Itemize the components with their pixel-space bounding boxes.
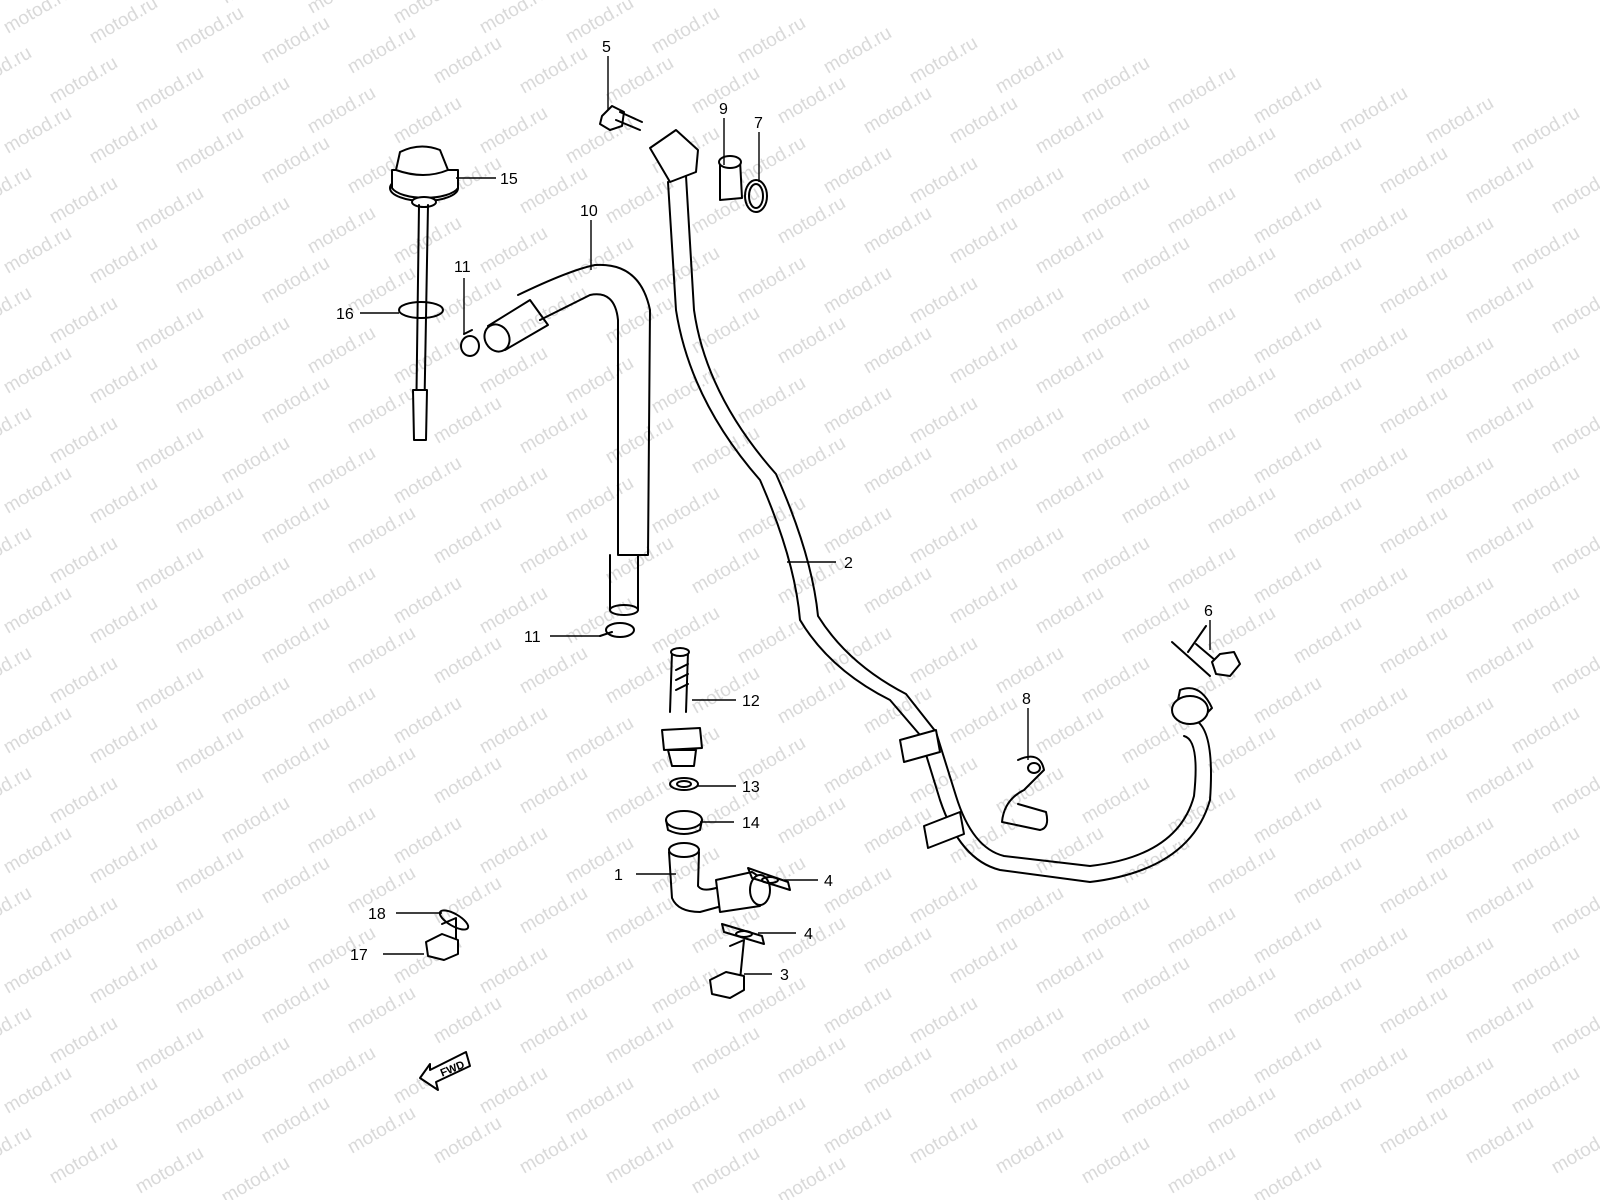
callout-15: 15	[500, 171, 518, 188]
callout-9: 9	[719, 101, 728, 118]
fwd-label: FWD	[439, 1059, 467, 1080]
dipstick-cap-part	[389, 145, 459, 208]
callout-8: 8	[1022, 691, 1031, 708]
sensor-part	[661, 647, 703, 767]
callout-14: 14	[742, 815, 760, 832]
callout-11-lower: 11	[524, 629, 541, 646]
leader-lines	[360, 56, 1211, 975]
callout-1: 1	[614, 867, 623, 884]
breather-hose-part	[483, 263, 651, 616]
gasket-upper-part	[747, 867, 791, 891]
callout-4a: 4	[824, 873, 833, 890]
clip-lower-part	[599, 622, 635, 638]
clamp-part	[1001, 755, 1049, 831]
callout-numbers: 1 2 3 4 4 5 6 7 8 9 10 11 11 12 13 14 15…	[336, 39, 1213, 984]
clip-upper-part	[460, 329, 480, 357]
drain-plug-part	[425, 909, 470, 961]
callout-18: 18	[368, 906, 386, 923]
callout-3: 3	[780, 967, 789, 984]
hose-clamp-14-part	[665, 810, 703, 835]
banjo-bolt-part	[709, 939, 745, 999]
callout-12: 12	[742, 693, 760, 710]
dipstick-rod-part	[398, 204, 444, 441]
gasket-lower-part	[721, 923, 765, 945]
callout-17: 17	[350, 947, 368, 964]
callout-7: 7	[754, 115, 763, 132]
oil-pipe-part	[649, 129, 1213, 883]
callout-10: 10	[580, 203, 598, 220]
callout-13: 13	[742, 779, 760, 796]
callout-16: 16	[336, 306, 354, 323]
callout-5: 5	[602, 39, 611, 56]
callout-2: 2	[844, 555, 853, 572]
fwd-arrow-icon: FWD	[419, 1051, 471, 1091]
washer-13-part	[669, 777, 699, 791]
elbow-union-part	[668, 842, 771, 913]
bolt-upper-part	[599, 105, 643, 131]
callout-6: 6	[1204, 603, 1213, 620]
callout-11-upper: 11	[454, 259, 471, 276]
bolt-right-part	[1171, 625, 1241, 677]
callout-4b: 4	[804, 926, 813, 943]
o-ring-upper-part	[744, 179, 768, 213]
collar-part	[718, 155, 743, 201]
